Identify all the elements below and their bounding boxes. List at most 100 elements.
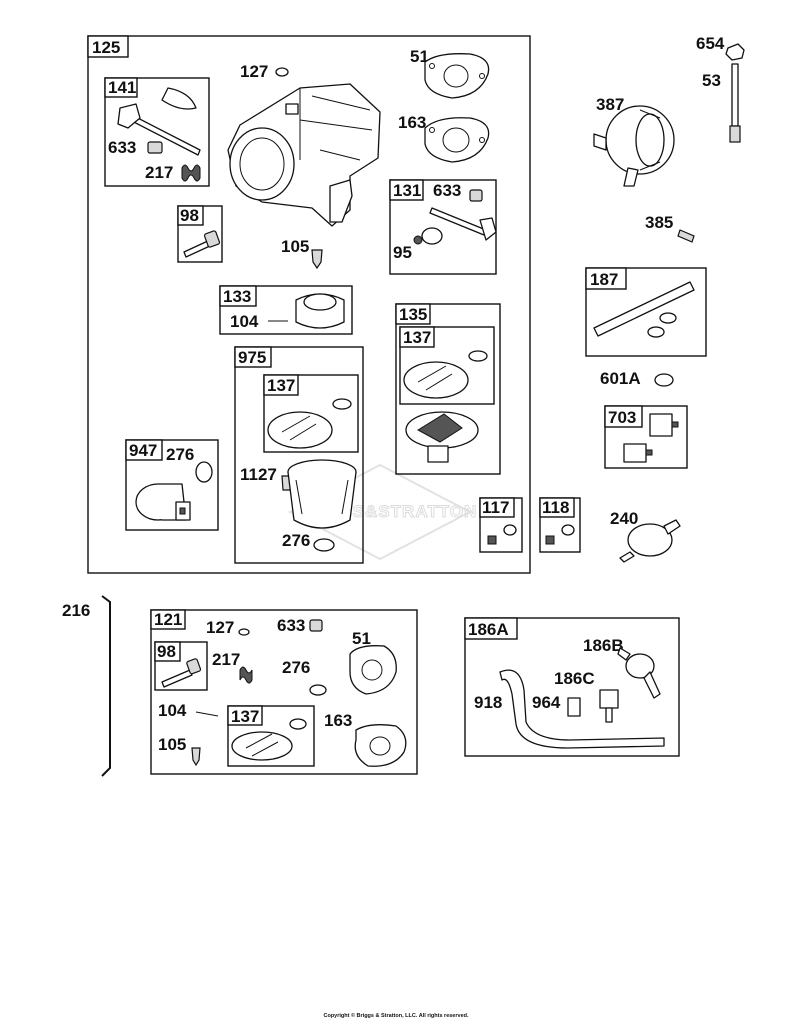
group-137b-frame	[263, 374, 359, 453]
group-135-frame	[395, 303, 501, 475]
callout-385: 385	[645, 213, 673, 232]
part-105-needle	[311, 249, 323, 270]
part-964-sleeve	[567, 697, 581, 717]
part-127b-oring	[238, 628, 250, 636]
part-187-fuel-line	[593, 281, 695, 338]
part-135-bowl-cover	[405, 411, 479, 463]
part-118-washer	[561, 524, 575, 536]
part-217-spring	[181, 164, 201, 182]
callout-633b: 633	[433, 181, 461, 200]
part-186b-fitting	[617, 647, 661, 699]
part-127-oring	[275, 67, 289, 77]
part-95-screw	[413, 235, 423, 245]
callout-163b: 163	[324, 711, 352, 730]
callout-633c: 633	[277, 616, 305, 635]
group-131-tag	[389, 179, 424, 201]
part-216-link	[101, 595, 111, 777]
part-117-washer	[503, 524, 517, 536]
footer-copyright: Copyright © Briggs & Stratton, LLC. All …	[323, 1013, 469, 1019]
callout-137c: 137	[231, 707, 259, 726]
part-163-gasket	[424, 117, 490, 163]
group-703-frame	[604, 405, 688, 469]
part-throttle-shaft	[117, 87, 201, 156]
group-137a-frame	[399, 326, 495, 405]
group-703-tag	[604, 405, 643, 428]
callout-1127: 1127	[240, 465, 277, 484]
callout-51a: 51	[410, 47, 429, 66]
group-187-frame	[585, 267, 707, 357]
callout-186a: 186A	[468, 620, 509, 639]
group-121-tag	[150, 609, 186, 630]
group-117-tag	[479, 497, 515, 518]
callout-53: 53	[702, 71, 721, 90]
group-133-frame	[219, 285, 353, 335]
callout-104b: 104	[158, 701, 187, 720]
part-387-fuel-pump	[593, 105, 675, 187]
callout-127a: 127	[240, 62, 268, 81]
callout-975: 975	[238, 348, 266, 367]
part-276c-washer	[309, 684, 327, 696]
part-118-jet	[545, 535, 555, 545]
callout-131: 131	[393, 181, 421, 200]
group-137b-tag	[263, 374, 299, 396]
callout-187: 187	[590, 270, 618, 289]
group-947-tag	[125, 439, 163, 461]
group-947-frame	[125, 439, 219, 531]
callout-125: 125	[92, 38, 120, 57]
part-601a-clamp	[654, 373, 674, 387]
callout-276c: 276	[282, 658, 310, 677]
part-104b-pin	[195, 711, 219, 717]
part-633b-bushing	[469, 189, 483, 202]
callout-118: 118	[542, 498, 569, 517]
part-117-jet	[487, 535, 497, 545]
part-137b-gasket	[267, 398, 352, 449]
part-137c-gasket	[231, 718, 307, 761]
callout-633a: 633	[108, 138, 136, 157]
callout-51b: 51	[352, 629, 371, 648]
group-137c-frame	[227, 705, 315, 767]
group-975-tag	[234, 346, 272, 368]
part-186c-fitting	[599, 689, 619, 723]
group-186a-frame	[464, 617, 680, 757]
part-51b-gasket	[349, 645, 397, 695]
part-51-gasket	[424, 53, 490, 99]
group-186a-tag	[464, 617, 518, 640]
part-163b-gasket	[354, 724, 407, 767]
callout-137a: 137	[403, 328, 431, 347]
part-276a-washer	[313, 538, 335, 552]
part-98-screw	[183, 230, 221, 258]
callout-240: 240	[610, 509, 638, 528]
callout-217a: 217	[145, 163, 173, 182]
callout-133: 133	[223, 287, 251, 306]
callout-141: 141	[108, 78, 136, 97]
part-105b-needle	[191, 747, 201, 767]
part-137a-gasket	[403, 350, 488, 399]
callout-703: 703	[608, 408, 636, 427]
group-125-tag	[87, 35, 129, 58]
callout-601a: 601A	[600, 369, 641, 388]
callout-105a: 105	[281, 237, 309, 256]
callout-947: 947	[129, 441, 157, 460]
group-141-tag	[104, 77, 138, 98]
group-98b-frame	[154, 641, 208, 691]
group-975-frame	[234, 346, 364, 564]
carburetor-body	[227, 83, 381, 227]
group-125-frame	[87, 35, 531, 574]
part-703-clips	[623, 413, 679, 463]
part-385-screw	[677, 229, 695, 243]
callout-186c: 186C	[554, 669, 595, 688]
part-240-fuel-filter	[619, 519, 681, 563]
callout-216: 216	[62, 601, 90, 620]
group-131-frame	[389, 179, 497, 275]
callout-127b: 127	[206, 618, 234, 637]
part-98b-screw	[161, 658, 202, 688]
callout-104a: 104	[230, 312, 259, 331]
group-141-frame	[104, 77, 210, 187]
callout-964: 964	[532, 693, 561, 712]
part-654-nut	[725, 43, 745, 61]
callout-135: 135	[399, 305, 427, 324]
part-217b-spring	[239, 666, 253, 684]
callout-95: 95	[393, 243, 412, 262]
part-947-solenoid	[135, 483, 191, 521]
